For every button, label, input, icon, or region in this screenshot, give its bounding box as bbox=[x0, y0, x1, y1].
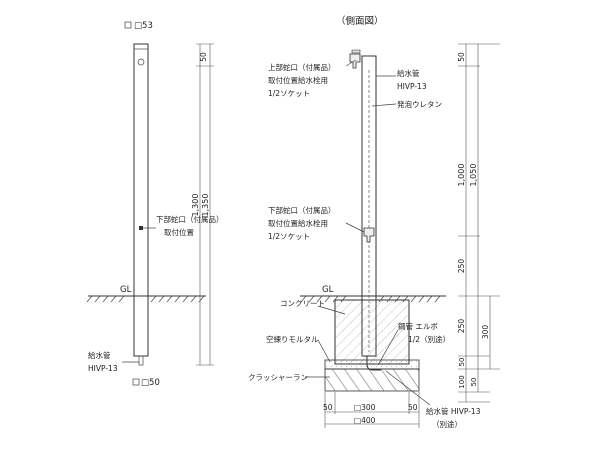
side-lower-faucet-3: 1/2ソケット bbox=[268, 232, 310, 241]
right-dim-50-c: 50 bbox=[470, 378, 478, 387]
pipe-bottom-label-1: 給水管 HIVP-13 bbox=[426, 406, 481, 416]
pipe-bottom-label-2: （別途） bbox=[432, 419, 462, 429]
right-dim-50: 50 bbox=[457, 52, 466, 62]
concrete-leader bbox=[317, 305, 346, 315]
bottom-dim-400: □400 bbox=[354, 416, 376, 425]
lower-faucet-icon bbox=[363, 227, 375, 243]
elbow-label-2: 1/2（別途） bbox=[408, 334, 450, 344]
steel-elbow bbox=[366, 356, 381, 371]
upper-faucet-hole bbox=[137, 58, 145, 66]
front-bottom-size: □50 bbox=[141, 378, 160, 388]
mortar-leader bbox=[317, 339, 331, 363]
front-dim-1300: 1,300 bbox=[191, 194, 200, 217]
front-post bbox=[133, 43, 149, 357]
right-dim-1000: 1,000 bbox=[457, 164, 466, 187]
right-dim-1050: 1,050 bbox=[469, 164, 478, 187]
side-view-title: （側面図） bbox=[336, 15, 384, 27]
right-dim-300: 300 bbox=[481, 325, 490, 340]
side-post bbox=[361, 55, 377, 357]
right-dim-100: 100 bbox=[458, 375, 466, 388]
side-ground-hatch bbox=[300, 295, 441, 303]
elbow-label-1: 鋼管 エルボ bbox=[398, 321, 438, 331]
front-ground-hatch bbox=[86, 295, 205, 303]
crusher-label: クラッシャーラン bbox=[248, 373, 308, 382]
foam-label: 発泡ウレタン bbox=[397, 99, 442, 109]
concrete-label: コンクリート bbox=[280, 299, 325, 308]
side-lower-faucet-2: 取付位置給水栓用 bbox=[268, 218, 328, 228]
side-pipe-label-2: HIVP-13 bbox=[397, 82, 427, 91]
bottom-dim-300: □300 bbox=[354, 403, 376, 412]
upper-faucet-leader bbox=[345, 59, 357, 67]
upper-faucet-1: 上部蛇口（付属品） bbox=[268, 62, 336, 72]
side-view: （側面図） GL 上部蛇口（付属品） 取付位置給水栓用 1/2ソケット 下部蛇口… bbox=[248, 15, 500, 429]
upper-faucet-handle bbox=[351, 49, 361, 54]
front-gl-label: GL bbox=[120, 285, 132, 295]
front-lower-faucet-1: 下部蛇口（付属品） bbox=[156, 214, 224, 224]
concrete-block bbox=[334, 299, 410, 365]
front-lower-faucet-2: 取付位置 bbox=[164, 227, 194, 237]
square-symbol-top bbox=[124, 21, 132, 29]
front-top-size: □53 bbox=[134, 21, 153, 31]
side-gl-label: GL bbox=[322, 285, 334, 295]
foam-leader bbox=[371, 103, 397, 107]
upper-faucet-3: 1/2ソケット bbox=[268, 89, 310, 98]
elbow-leader bbox=[377, 329, 399, 366]
front-view: □53 GL 下部蛇口（付属品） 取付位置 給水管 HIVP-13 □50 50 bbox=[86, 21, 224, 388]
mortar-label: 空練りモルタル bbox=[266, 334, 319, 344]
square-symbol-bottom bbox=[132, 378, 140, 386]
upper-faucet-2: 取付位置給水栓用 bbox=[268, 75, 328, 85]
right-dim-250-a: 250 bbox=[457, 259, 466, 274]
front-pipe-label-1: 給水管 bbox=[88, 350, 111, 360]
mortar-layer bbox=[324, 359, 420, 370]
lower-faucet-mark bbox=[139, 226, 143, 230]
right-dim-50-b: 50 bbox=[458, 358, 466, 367]
side-lower-faucet-1: 下部蛇口（付属品） bbox=[268, 205, 336, 215]
front-pipe-label-2: HIVP-13 bbox=[88, 364, 118, 373]
lower-faucet-leader bbox=[345, 222, 365, 233]
right-dim-250-b: 250 bbox=[457, 319, 466, 334]
bottom-dim-50-left: 50 bbox=[323, 403, 333, 412]
side-pipe-label-1: 給水管 bbox=[397, 68, 420, 78]
front-pipe-stub bbox=[138, 355, 144, 366]
bottom-dim-50-right: 50 bbox=[408, 403, 418, 412]
bottom-dimensions: 50 □300 50 □400 bbox=[323, 392, 420, 428]
crusher-run-layer bbox=[324, 368, 420, 392]
right-dimensions: 50 1,000 1,050 250 250 300 50 100 50 bbox=[457, 43, 500, 403]
front-dim-1350: 1,350 bbox=[201, 194, 210, 217]
front-dimensions: 50 1,300 1,350 bbox=[191, 43, 214, 366]
front-dim-50: 50 bbox=[199, 52, 208, 62]
pipe-bottom-leader bbox=[385, 370, 431, 406]
